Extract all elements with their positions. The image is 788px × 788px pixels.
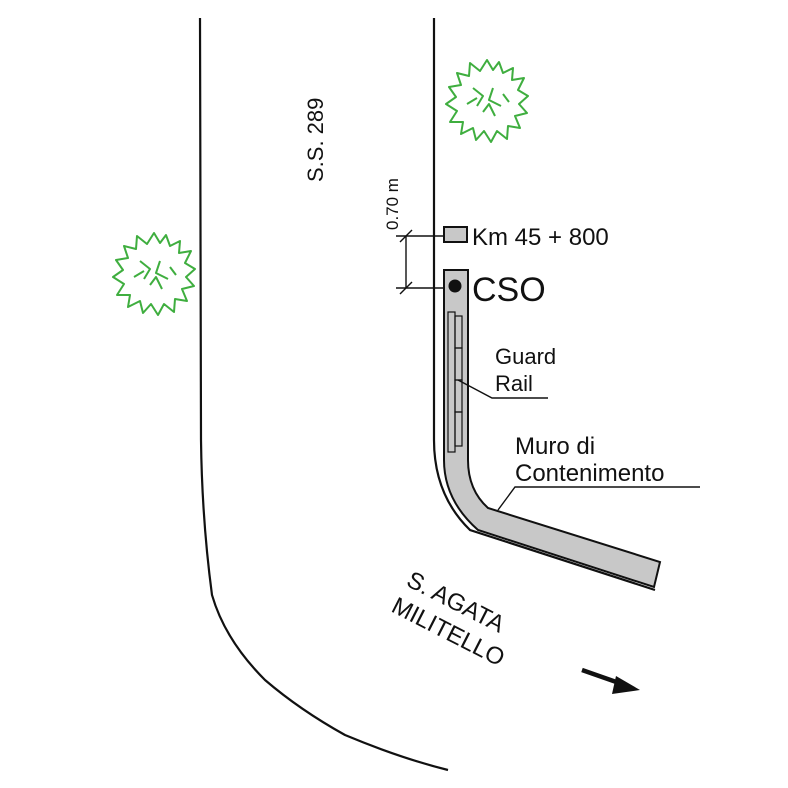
dimension-label: 0.70 m [383, 178, 402, 230]
guard-rail [447, 311, 463, 453]
guard-rail-label-line1: Guard [495, 344, 556, 369]
tree-icon [445, 59, 529, 143]
retaining-wall-label-line1: Muro di [515, 433, 595, 460]
guard-rail-label-line2: Rail [495, 371, 533, 396]
guard-rail-leader [457, 379, 548, 399]
station-label: CSO [472, 271, 546, 309]
km-marker-icon [443, 226, 468, 243]
tree-icon [112, 232, 196, 316]
road-name-label: S.S. 289 [303, 98, 328, 182]
road-edge-right [432, 18, 656, 592]
dimension-line [396, 229, 443, 295]
retaining-wall [443, 269, 662, 589]
road-edge-left [198, 17, 449, 772]
wall-leader [497, 486, 700, 511]
direction-arrow-icon [581, 667, 640, 694]
station-dot-icon [448, 279, 462, 293]
retaining-wall-label-line2: Contenimento [515, 460, 664, 487]
km-marker-label: Km 45 + 800 [472, 224, 609, 251]
